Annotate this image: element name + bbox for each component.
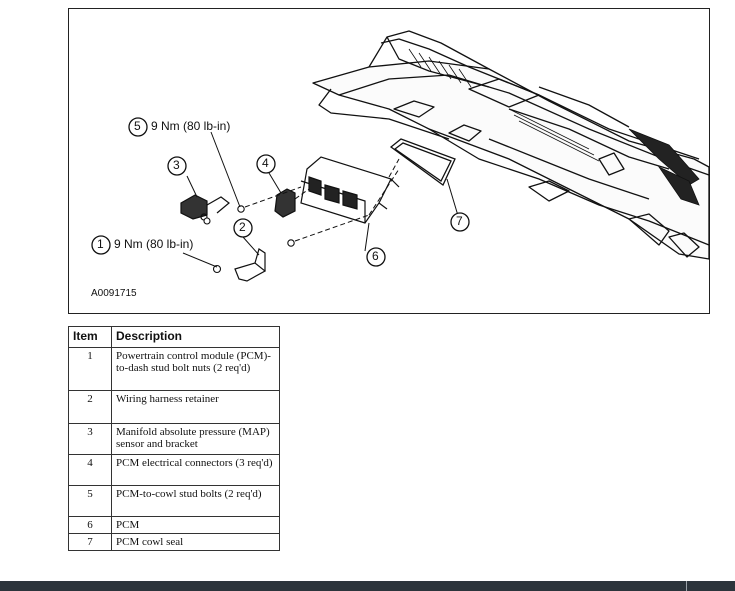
- legend-item-number: 1: [68, 347, 112, 391]
- legend-item-number: 7: [68, 533, 112, 551]
- callout-3-circle: [167, 156, 187, 176]
- legend-header-item: Item: [68, 326, 112, 348]
- callout-2-circle: [233, 218, 253, 238]
- legend-item-number: 4: [68, 454, 112, 486]
- bottom-toolbar-divider: [686, 581, 687, 591]
- legend-header-description: Description: [111, 326, 280, 348]
- callout-7-circle: [450, 212, 470, 232]
- callout-6-circle: [366, 247, 386, 267]
- legend-row: 7 PCM cowl seal: [68, 533, 280, 551]
- wiper-cowl-grille: [408, 48, 700, 206]
- callout-7-number: 7: [456, 214, 463, 228]
- pcm-electrical-connector: [274, 188, 296, 218]
- bottom-toolbar: [0, 581, 735, 591]
- legend-row: 3 Manifold absolute pressure (MAP) senso…: [68, 423, 280, 455]
- legend-item-description: PCM electrical connectors (3 req'd): [111, 454, 280, 486]
- legend-item-description: PCM: [111, 516, 280, 534]
- legend-row: 6 PCM: [68, 516, 280, 534]
- legend-item-number: 6: [68, 516, 112, 534]
- wiring-harness-retainer: [234, 248, 267, 282]
- map-sensor-bracket: [180, 194, 230, 221]
- fasteners: [203, 205, 295, 274]
- legend-item-description: Wiring harness retainer: [111, 390, 280, 424]
- callout-5-torque-label: 9 Nm (80 lb-in): [151, 119, 231, 133]
- pcm-cowl-seal: [389, 138, 456, 186]
- callout-3-number: 3: [173, 158, 180, 172]
- callout-5-circle: [128, 117, 148, 137]
- callout-5-number: 5: [134, 119, 141, 133]
- legend-row: 4 PCM electrical connectors (3 req'd): [68, 454, 280, 486]
- legend-table: Item Description 1 Powertrain control mo…: [68, 326, 280, 551]
- legend-item-number: 5: [68, 485, 112, 517]
- callout-1-torque-label: 9 Nm (80 lb-in): [114, 237, 194, 251]
- assembly-lines: [244, 158, 400, 242]
- legend-item-description: PCM-to-cowl stud bolts (2 req'd): [111, 485, 280, 517]
- legend-item-description: Manifold absolute pressure (MAP) sensor …: [111, 423, 280, 455]
- legend-row: 5 PCM-to-cowl stud bolts (2 req'd): [68, 485, 280, 517]
- cowl-panel: [312, 30, 710, 260]
- callout-6-number: 6: [372, 249, 379, 263]
- legend-item-description: Powertrain control module (PCM)-to-dash …: [111, 347, 280, 391]
- legend-item-number: 2: [68, 390, 112, 424]
- callout-1-circle: [91, 235, 111, 255]
- legend-row: 1 Powertrain control module (PCM)-to-das…: [68, 347, 280, 391]
- callout-4-circle: [256, 154, 276, 174]
- leader-lines: [182, 131, 460, 268]
- figure-id-label: A0091715: [91, 288, 137, 299]
- legend-header-row: Item Description: [68, 326, 280, 348]
- diagram-drawing: [91, 30, 710, 282]
- exploded-view-diagram: 5 9 Nm (80 lb-in) 3 4 2 1 9 Nm (80 lb-in…: [68, 8, 710, 314]
- legend-row: 2 Wiring harness retainer: [68, 390, 280, 424]
- callout-4-number: 4: [262, 156, 269, 170]
- legend-item-description: PCM cowl seal: [111, 533, 280, 551]
- legend-item-number: 3: [68, 423, 112, 455]
- pcm-module: [300, 156, 400, 224]
- callout-2-number: 2: [239, 220, 246, 234]
- callout-circles: [91, 117, 470, 267]
- callout-1-number: 1: [97, 237, 104, 251]
